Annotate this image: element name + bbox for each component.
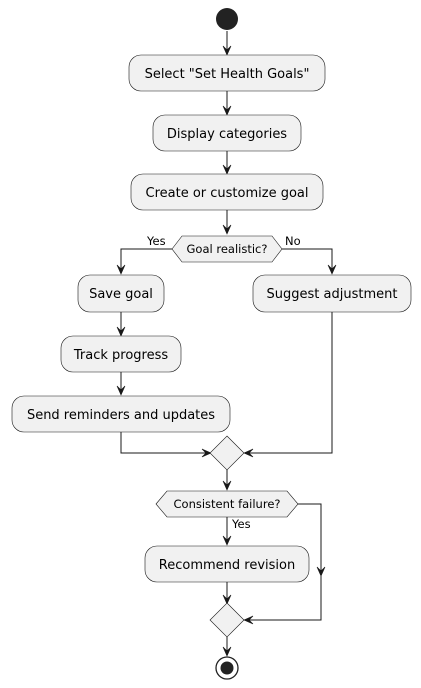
action-label: Suggest adjustment	[267, 287, 398, 302]
edge-yes-save	[120, 248, 172, 273]
action-label: Save goal	[89, 287, 153, 302]
arrowhead	[222, 164, 232, 175]
arrowhead	[243, 615, 254, 625]
action-suggest-adjustment: Suggest adjustment	[252, 274, 412, 313]
edge-bypass	[244, 503, 322, 621]
merge-diamond-2	[209, 602, 245, 638]
arrowhead	[222, 480, 232, 491]
arrowhead	[116, 264, 126, 275]
action-send-reminders: Send reminders and updates	[11, 395, 231, 433]
arrowhead	[222, 535, 232, 546]
branch-label-yes: Yes	[231, 517, 251, 531]
branch-label-no: No	[285, 234, 301, 248]
action-label: Track progress	[73, 348, 168, 363]
edge-no-suggest	[282, 248, 333, 273]
action-label: Select "Set Health Goals"	[145, 67, 310, 82]
action-track-progress: Track progress	[60, 335, 182, 373]
action-display-categories: Display categories	[152, 114, 302, 152]
arrowhead	[116, 326, 126, 337]
action-select-set-health-goals: Select "Set Health Goals"	[128, 54, 326, 92]
arrowhead	[116, 385, 126, 396]
end-node	[215, 656, 239, 680]
action-create-goal: Create or customize goal	[130, 173, 324, 211]
decision-label: Goal realistic?	[187, 242, 268, 256]
action-save-goal: Save goal	[77, 274, 165, 313]
arrowhead	[222, 646, 232, 657]
action-label: Display categories	[167, 127, 287, 142]
action-label: Create or customize goal	[146, 186, 309, 201]
decision-goal-realistic: Goal realistic?	[171, 235, 283, 263]
arrowhead	[222, 594, 232, 605]
decision-consistent-failure: Consistent failure?	[155, 490, 299, 518]
arrowhead	[222, 105, 232, 116]
arrowhead	[201, 448, 212, 458]
merge-diamond-1	[209, 435, 245, 471]
decision-label: Consistent failure?	[174, 497, 281, 511]
action-recommend-revision: Recommend revision	[144, 545, 310, 583]
arrowhead	[316, 566, 326, 577]
arrowhead	[243, 448, 254, 458]
start-node	[216, 8, 238, 30]
edge-suggest-merge	[245, 312, 333, 454]
action-label: Send reminders and updates	[27, 408, 215, 423]
arrowhead	[327, 264, 337, 275]
arrowhead	[222, 224, 232, 235]
action-label: Recommend revision	[159, 558, 295, 573]
arrowhead	[222, 45, 232, 56]
edge-send-merge	[120, 432, 210, 454]
connectors	[116, 31, 337, 657]
branch-label-yes: Yes	[146, 234, 166, 248]
